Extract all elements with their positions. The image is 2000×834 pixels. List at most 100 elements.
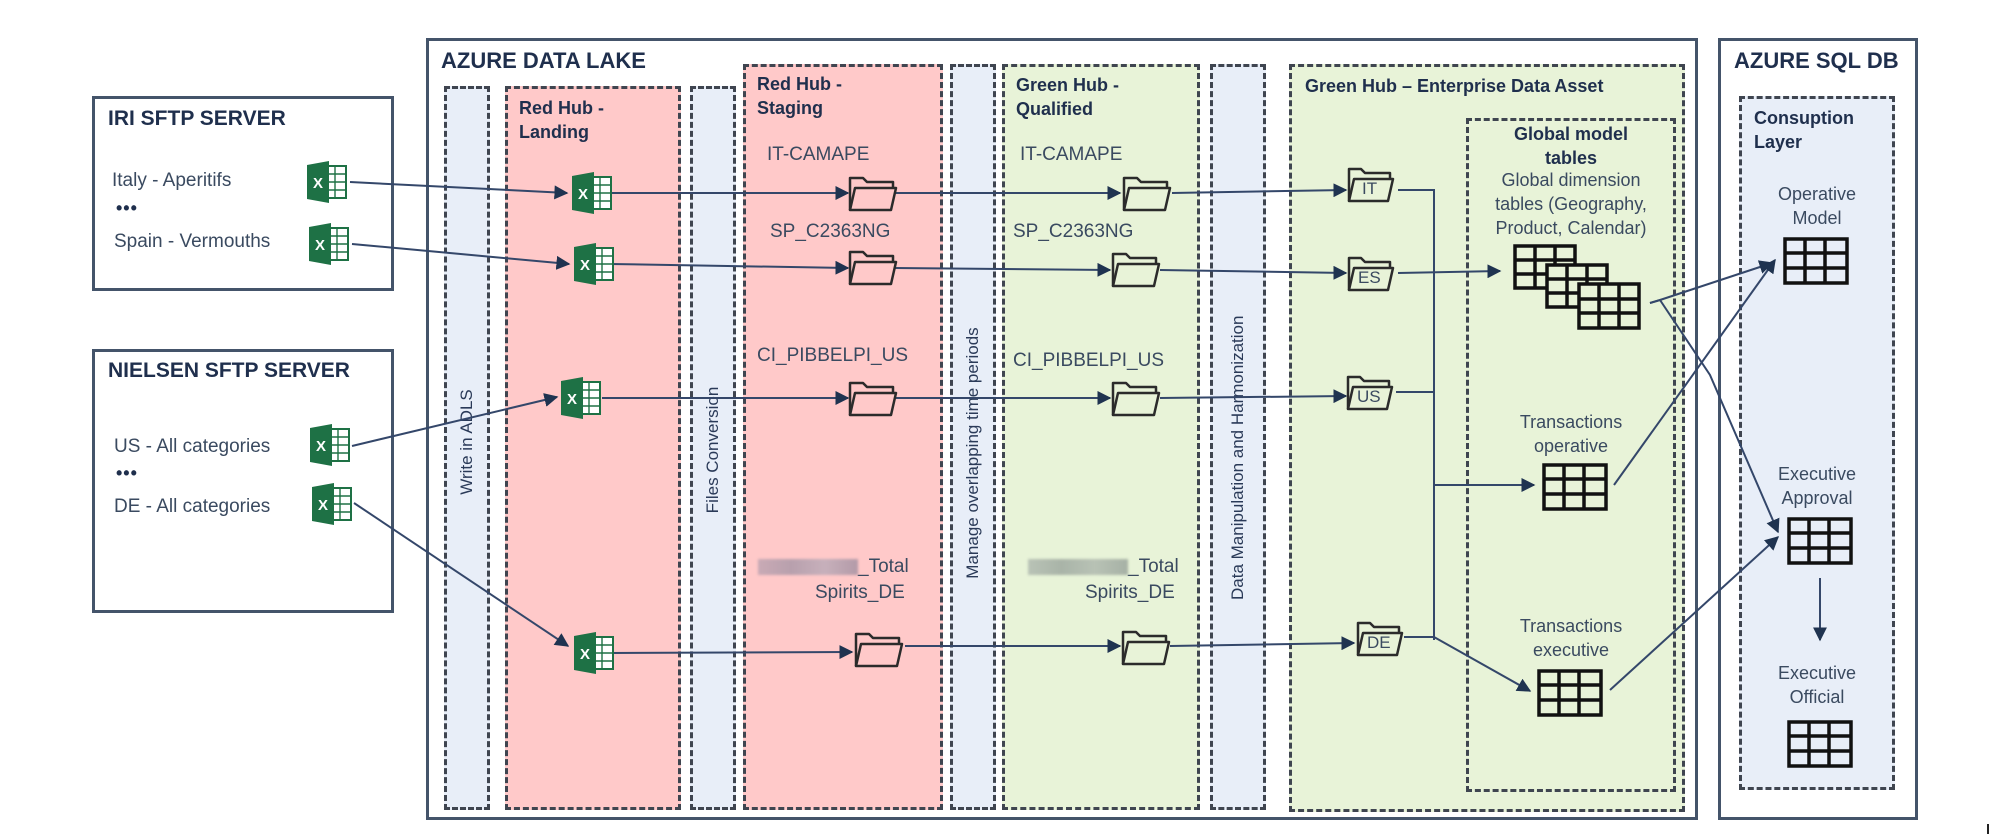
qualified-folder-label-de-1: _Total (1028, 556, 1179, 578)
staging-folder-label-de-2: Spirits_DE (815, 582, 905, 603)
staging-folder-label-us: CI_PIBBELPI_US (757, 345, 909, 366)
title-line: Red Hub - (519, 98, 604, 118)
label-line: operative (1533, 436, 1609, 456)
title-line: Layer (1754, 132, 1803, 152)
folder-icon (854, 632, 904, 668)
step-files-conversion (690, 86, 736, 810)
svg-text:X: X (318, 497, 328, 514)
sql-db-title: AZURE SQL DB (1734, 48, 1899, 73)
nielsen-server-title: NIELSEN SFTP SERVER (108, 359, 350, 382)
title-line: Red Hub - (757, 74, 842, 94)
title-line: Green Hub - (1016, 75, 1120, 95)
svg-text:X: X (316, 438, 326, 455)
folder-icon (1122, 176, 1172, 212)
svg-text:X: X (578, 186, 588, 203)
transactions-executive-label: Transactions executive (1466, 614, 1676, 662)
table-icon-executive-official (1787, 720, 1853, 768)
operative-model-label: Operative Model (1739, 182, 1895, 230)
excel-icon: X (574, 243, 614, 285)
folder-icon (1111, 381, 1161, 417)
transactions-operative-label: Transactions operative (1466, 410, 1676, 458)
staging-folder-label-de-1: _Total (758, 556, 909, 578)
excel-icon: X (312, 483, 352, 525)
step-overlapping-periods (950, 64, 996, 810)
folder-label: DE (1367, 633, 1391, 652)
folder-icon (1121, 630, 1171, 666)
red-staging-title: Red Hub - Staging (757, 72, 842, 120)
title-line: Global model (1513, 124, 1628, 144)
source-item-de: DE - All categories (114, 496, 271, 517)
table-icon-transactions-operative (1542, 463, 1608, 511)
label-text: _Total (1128, 556, 1179, 577)
title-line: Landing (519, 122, 589, 142)
label-line: Executive (1777, 464, 1857, 484)
qualified-folder-label-de-2: Spirits_DE (1085, 582, 1175, 603)
folder-icon (1356, 621, 1404, 657)
folder-icon (1347, 256, 1395, 292)
table-icon-executive-approval (1787, 517, 1853, 565)
label-line: Approval (1781, 488, 1853, 508)
label-line: Global dimension (1501, 170, 1641, 190)
ellipsis: ••• (116, 198, 138, 218)
iri-server-title: IRI SFTP SERVER (108, 107, 286, 130)
consumption-layer-title: Consuption Layer (1754, 106, 1854, 154)
excel-icon: X (307, 161, 347, 203)
red-landing-title: Red Hub - Landing (519, 96, 604, 144)
title-line: tables (1544, 148, 1598, 168)
staging-folder-label-it: IT-CAMAPE (767, 144, 870, 165)
qualified-folder-label-us: CI_PIBBELPI_US (1013, 350, 1165, 371)
label-line: Official (1789, 687, 1845, 707)
folder-icon-us: US (1345, 371, 1395, 413)
table-icon-operative-model (1783, 237, 1849, 285)
staging-folder-label-sp: SP_C2363NG (770, 221, 891, 242)
title-line: Staging (757, 98, 823, 118)
ellipsis: ••• (116, 463, 138, 483)
folder-label: US (1357, 387, 1381, 406)
step-overlapping-label: Manage overlapping time periods (963, 327, 982, 579)
green-qualified-title: Green Hub - Qualified (1016, 73, 1119, 121)
excel-icon: X (572, 172, 612, 214)
excel-icon: X (574, 632, 614, 674)
folder-icon (1347, 167, 1395, 203)
step-write-adls (444, 86, 490, 810)
excel-icon: X (309, 223, 349, 265)
label-line: Transactions (1519, 412, 1623, 432)
folder-icon-de: DE (1355, 617, 1405, 659)
label-line: Executive (1777, 663, 1857, 683)
green-eda-title: Green Hub – Enterprise Data Asset (1305, 76, 1604, 96)
source-item-us: US - All categories (114, 436, 271, 457)
table-icon-transactions-executive (1537, 669, 1603, 717)
source-item-italy: Italy - Aperitifs (112, 170, 232, 191)
step-harmonization (1210, 64, 1266, 810)
folder-icon (1111, 252, 1161, 288)
svg-text:X: X (313, 175, 323, 192)
svg-text:X: X (315, 237, 325, 254)
redacted-text (1028, 558, 1128, 575)
folder-icon-it: IT (1346, 163, 1396, 205)
label-line: tables (Geography, (1495, 194, 1647, 214)
qualified-folder-label-sp: SP_C2363NG (1013, 221, 1134, 242)
label-line: Product, Calendar) (1495, 218, 1647, 238)
step-files-conversion-label: Files Conversion (703, 386, 722, 514)
qualified-folder-label-it: IT-CAMAPE (1020, 144, 1123, 165)
title-line: Consuption (1754, 108, 1854, 128)
step-write-adls-label: Write in ADLS (457, 389, 476, 495)
svg-text:X: X (580, 257, 590, 274)
label-line: Transactions (1519, 616, 1623, 636)
global-model-title: Global model tables (1466, 122, 1676, 170)
svg-text:X: X (580, 646, 590, 663)
stray-mark (1987, 824, 1989, 834)
folder-label: IT (1362, 179, 1378, 198)
red-hub-landing (505, 86, 681, 810)
excel-icon: X (561, 377, 601, 419)
folder-icon (848, 381, 898, 417)
label-text: _Total (858, 556, 909, 577)
label-line: Model (1792, 208, 1842, 228)
svg-text:X: X (567, 391, 577, 408)
redacted-text (758, 558, 858, 575)
folder-icon (848, 250, 898, 286)
red-hub-staging (743, 64, 943, 810)
folder-icon (1346, 375, 1394, 411)
global-dimension-label: Global dimension tables (Geography, Prod… (1466, 168, 1676, 240)
data-lake-title: AZURE DATA LAKE (441, 48, 646, 73)
